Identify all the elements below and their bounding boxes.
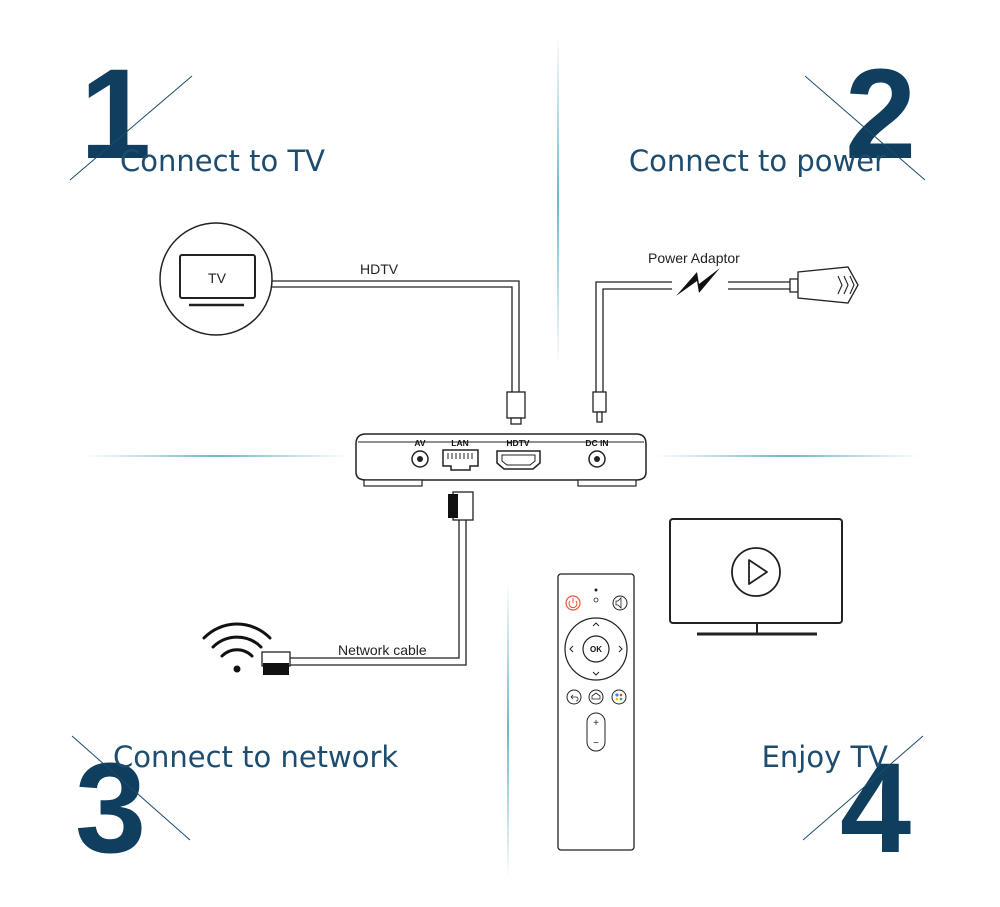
remote-ok-label: OK: [590, 645, 602, 654]
divider-left: [85, 455, 350, 457]
wifi-icon: [202, 622, 272, 673]
step-3-number: 3: [75, 737, 146, 880]
network-cable-label: Network cable: [338, 642, 427, 658]
remote-control: OK + −: [557, 573, 635, 851]
tv-circle-icon: TV: [159, 222, 273, 336]
step-1-slash: [69, 75, 193, 181]
hdtv-cable: [272, 280, 526, 425]
port-lan-label: LAN: [451, 438, 468, 448]
power-cable: [592, 266, 859, 423]
remote-mute-button: [612, 595, 628, 611]
tv-box: AV LAN HDTV DC IN: [355, 433, 647, 487]
divider-bottom: [507, 580, 509, 880]
play-circle-icon: [731, 547, 781, 597]
step-1-number: 1: [80, 43, 151, 186]
quadrant-dividers: [85, 35, 920, 880]
power-adaptor-plug: [789, 278, 799, 293]
step-4-number: 4: [840, 737, 911, 880]
divider-top: [557, 35, 559, 365]
step-4: 4 Enjoy TV: [762, 735, 924, 880]
lan-plug-top: [448, 491, 474, 521]
step-1-title: Connect to TV: [120, 144, 325, 178]
tv-icon-text: TV: [208, 270, 227, 286]
port-hdtv-label: HDTV: [506, 438, 529, 448]
power-plug-body: [797, 266, 859, 304]
hdmi-plug: [506, 391, 526, 419]
remote-assistant-button: [611, 689, 627, 705]
step-1: 1 Connect to TV: [69, 43, 325, 186]
port-av-label: AV: [414, 438, 426, 448]
step-2-slash: [804, 75, 926, 181]
step-4-slash: [802, 735, 924, 841]
step-3-slash: [71, 735, 191, 841]
hdtv-cable-label: HDTV: [360, 261, 399, 277]
remote-home-button: [588, 689, 604, 705]
step-4-title: Enjoy TV: [762, 740, 889, 774]
port-dcin-label: DC IN: [585, 438, 608, 448]
remote-volume-rocker: [586, 712, 606, 752]
remote-vol-up: +: [593, 718, 599, 729]
step-2-title: Connect to power: [629, 144, 886, 178]
lightning-icon: [676, 268, 720, 296]
divider-right: [655, 455, 920, 457]
remote-ok-button: [582, 635, 610, 663]
dc-plug: [592, 391, 607, 413]
power-cable-label: Power Adaptor: [648, 250, 740, 266]
lan-plug-end: [261, 651, 291, 675]
network-cable: [290, 520, 467, 666]
step-3: 3 Connect to network: [71, 735, 398, 880]
step-3-title: Connect to network: [113, 740, 398, 774]
play-icon: [748, 559, 768, 585]
step-2: 2 Connect to power: [629, 43, 926, 186]
tv-play-icon: [669, 518, 843, 636]
remote-vol-down: −: [593, 738, 599, 749]
